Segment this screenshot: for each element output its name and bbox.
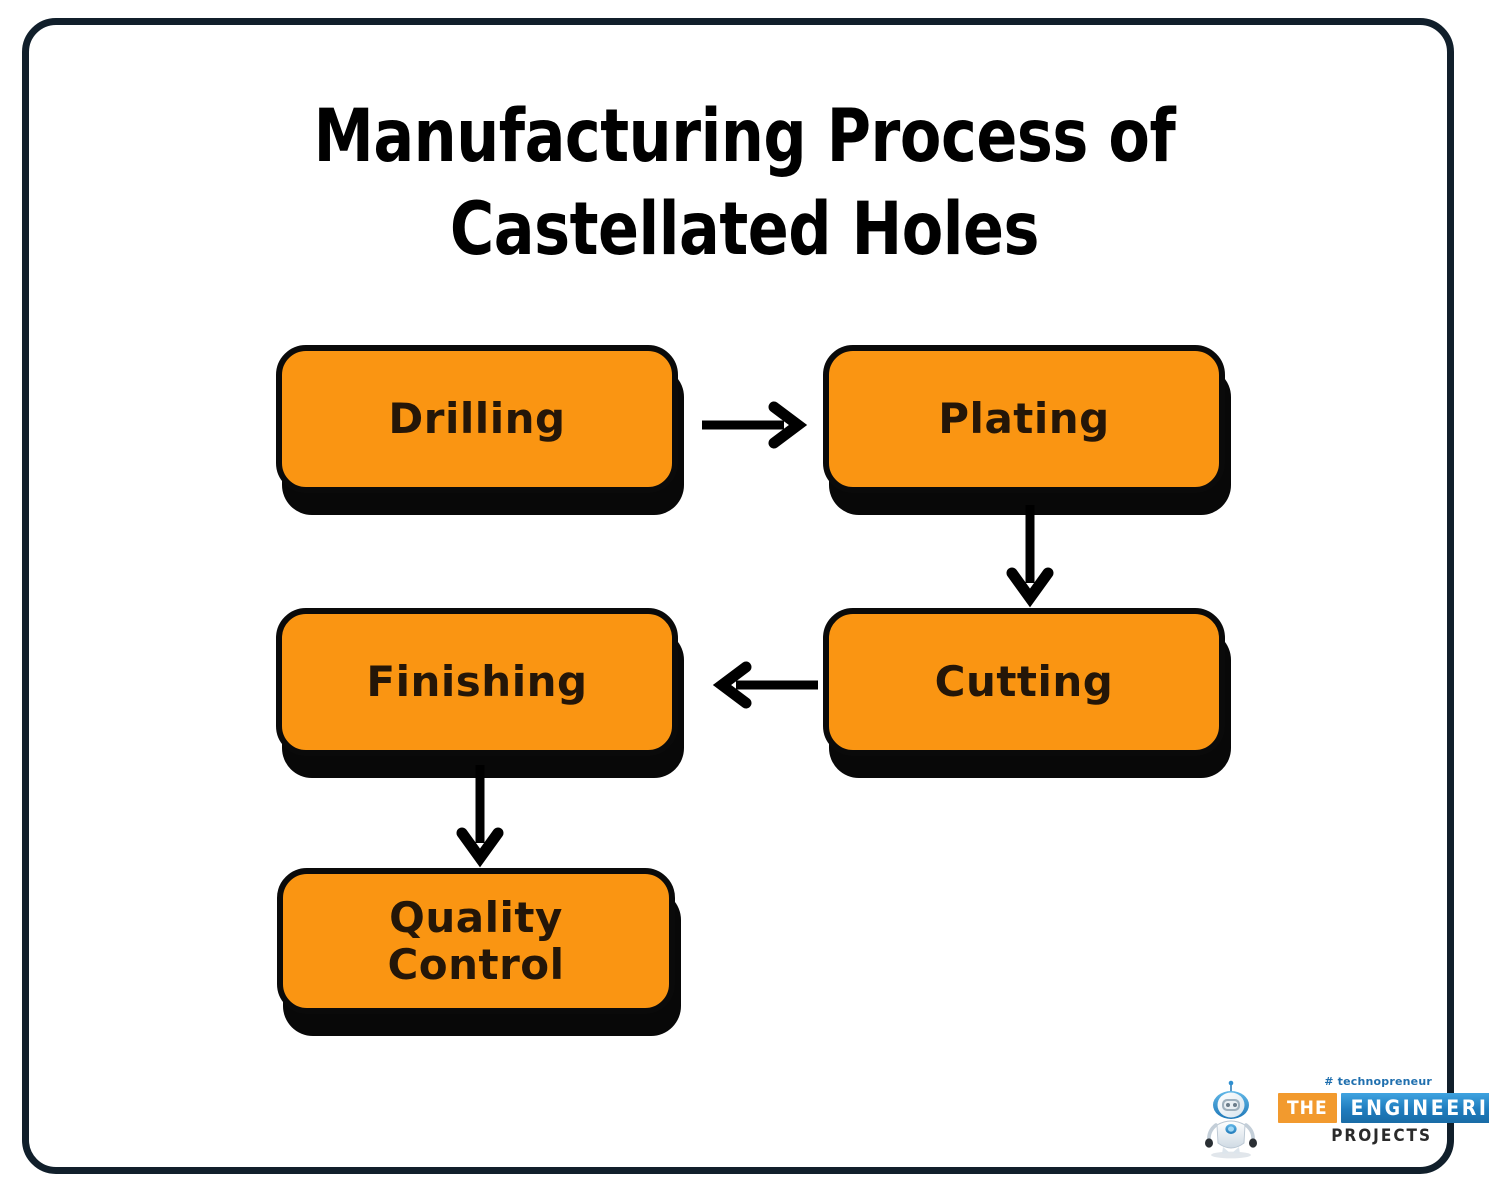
logo-tagline: # technopreneur bbox=[1324, 1075, 1432, 1088]
process-node-drilling[interactable]: Drilling bbox=[276, 345, 684, 515]
process-node-cutting[interactable]: Cutting bbox=[823, 608, 1231, 778]
page-title-line-2: Castellated Holes bbox=[449, 187, 1040, 273]
robot-mascot-icon bbox=[1200, 1079, 1262, 1159]
brand-logo[interactable]: # technopreneur THE ENGINEERING PROJECTS bbox=[1200, 1075, 1489, 1163]
logo-engineering-bar: ENGINEERING bbox=[1340, 1093, 1489, 1123]
node-face: Finishing bbox=[276, 608, 678, 756]
process-node-finishing[interactable]: Finishing bbox=[276, 608, 684, 778]
node-label-finishing: Finishing bbox=[366, 657, 588, 707]
process-node-plating[interactable]: Plating bbox=[823, 345, 1231, 515]
node-face: Quality Control bbox=[277, 868, 675, 1014]
node-face: Drilling bbox=[276, 345, 678, 493]
node-label-drilling: Drilling bbox=[388, 394, 566, 444]
page-title-line-1: Manufacturing Process of bbox=[313, 94, 1176, 179]
arrow-plating-to-cutting bbox=[995, 505, 1065, 613]
page-title: Manufacturing Process of Castellated Hol… bbox=[60, 90, 1430, 277]
logo-projects-text: PROJECTS bbox=[1331, 1126, 1432, 1146]
arrow-finishing-to-quality-control bbox=[445, 765, 515, 873]
arrow-drilling-to-plating bbox=[700, 395, 820, 455]
node-label-cutting: Cutting bbox=[934, 657, 1114, 707]
node-label-plating: Plating bbox=[938, 394, 1110, 444]
node-label-quality-control: Quality Control bbox=[387, 892, 565, 989]
node-face: Cutting bbox=[823, 608, 1225, 756]
logo-the-badge: THE bbox=[1278, 1093, 1337, 1123]
arrow-cutting-to-finishing bbox=[700, 655, 820, 715]
slide-border-frame bbox=[22, 18, 1454, 1174]
logo-wordmark: THE ENGINEERING bbox=[1278, 1093, 1489, 1123]
node-face: Plating bbox=[823, 345, 1225, 493]
process-node-quality-control[interactable]: Quality Control bbox=[277, 868, 681, 1036]
